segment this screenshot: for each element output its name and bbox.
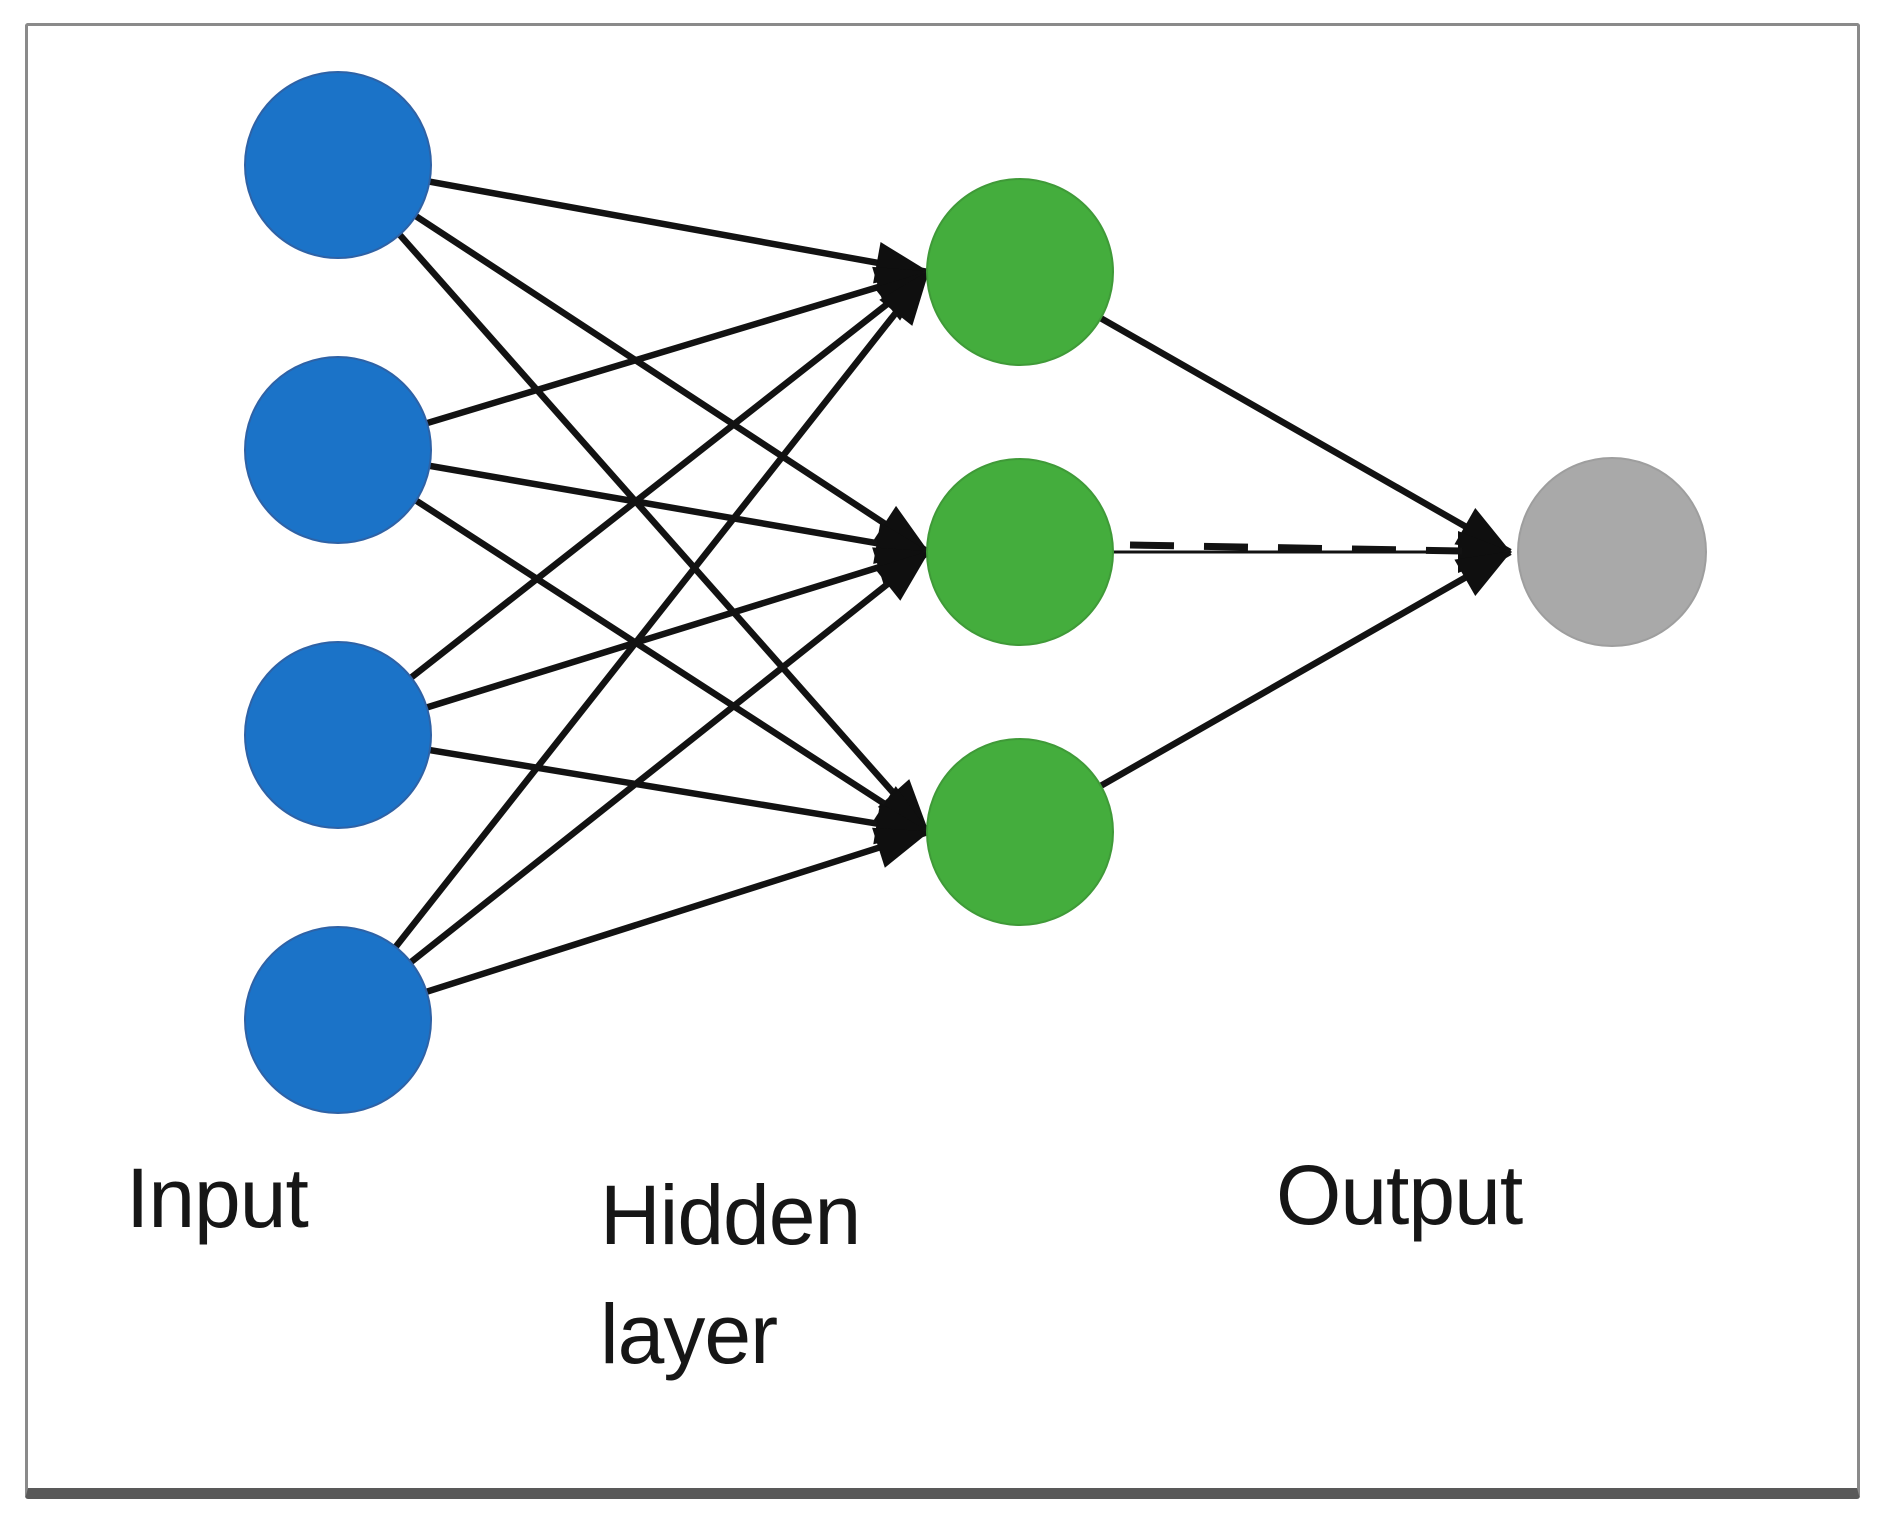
edge-hidden1-output (1018, 269, 1512, 555)
edge-input3-hidden1 (335, 269, 931, 738)
input-layer-label: Input (126, 1151, 309, 1245)
edge-hidden2-output-dashed (1129, 541, 1463, 555)
output-node (1517, 457, 1707, 647)
input-node-4 (244, 926, 432, 1114)
hidden-node-2 (926, 458, 1114, 646)
hidden-node-3 (926, 738, 1114, 926)
edge-input1-hidden1 (337, 161, 930, 284)
hidden-layer-label: Hidden layer (600, 1156, 861, 1395)
hidden-label-line1: Hidden (600, 1168, 861, 1262)
hidden-node-1 (926, 178, 1114, 366)
edge-input4-hidden2 (335, 549, 931, 1023)
edge-input4-hidden3 (337, 827, 930, 1024)
output-layer-label: Output (1276, 1148, 1523, 1242)
edge-input2-hidden1 (337, 266, 930, 454)
edge-input4-hidden1 (335, 269, 931, 1023)
input-node-2 (244, 356, 432, 544)
input-node-3 (244, 641, 432, 829)
nodes-layer (244, 71, 1707, 1114)
edge-hidden3-output (1018, 549, 1512, 835)
hidden-label-line2: layer (600, 1287, 778, 1382)
input-node-1 (244, 71, 432, 259)
edges-layer (335, 161, 1512, 1024)
